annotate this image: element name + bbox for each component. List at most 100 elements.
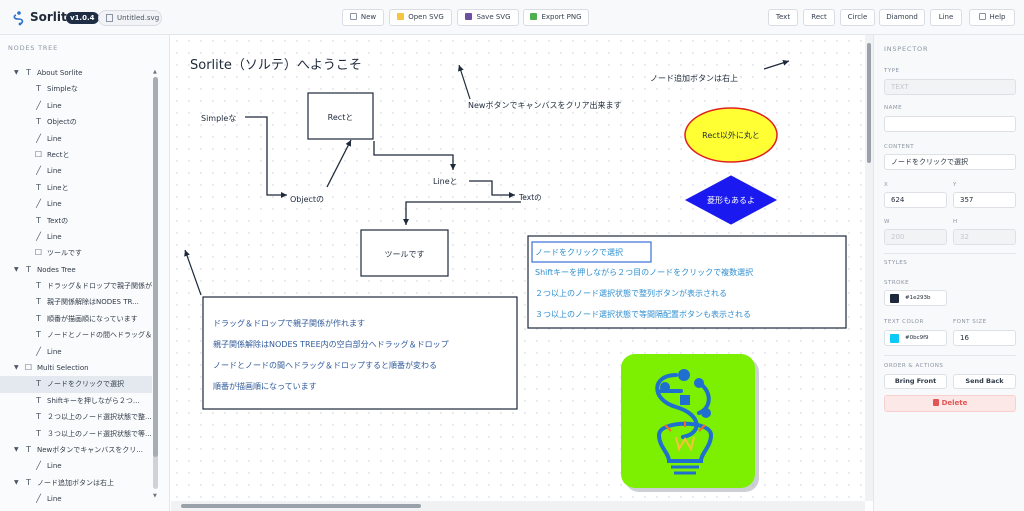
expand-caret-icon[interactable]: ▼ bbox=[14, 478, 19, 486]
node-diamond[interactable] bbox=[684, 175, 778, 225]
tree-row[interactable]: ╱Line bbox=[0, 344, 152, 360]
expand-caret-icon[interactable]: ▼ bbox=[14, 364, 19, 372]
node-circle-text[interactable]: Rect以外に丸と bbox=[702, 130, 760, 140]
multi-line-4[interactable]: ３つ以上のノード選択状態で等間隔配置ボタンも表示される bbox=[535, 309, 751, 319]
tree-row[interactable]: ╱Line bbox=[0, 196, 152, 212]
x-input[interactable]: 624 bbox=[884, 192, 947, 208]
save-svg-button[interactable]: Save SVG bbox=[457, 9, 519, 26]
file-name-pill[interactable]: Untitled.svg bbox=[98, 10, 162, 26]
line-object-to-rect[interactable] bbox=[326, 139, 352, 188]
tree-scrollbar[interactable] bbox=[153, 77, 158, 489]
arrow-to-add-buttons[interactable] bbox=[763, 59, 790, 70]
line-rect-to-line[interactable] bbox=[373, 141, 456, 170]
expand-caret-icon[interactable]: ▼ bbox=[14, 69, 19, 76]
tree-row[interactable]: ╱Line bbox=[0, 229, 152, 245]
tree-scrollbar-thumb[interactable] bbox=[153, 77, 158, 457]
tree-group-row[interactable]: ▼☐Multi Selection bbox=[0, 360, 152, 376]
stroke-color-input[interactable]: #1e293b bbox=[884, 290, 947, 306]
add-circle-button[interactable]: Circle bbox=[840, 9, 875, 26]
canvas-horizontal-scrollbar[interactable] bbox=[171, 501, 865, 511]
export-png-button[interactable]: Export PNG bbox=[523, 9, 589, 26]
nodes-info-line-4[interactable]: 順番が描画順になっています bbox=[213, 381, 317, 391]
multi-selection-box[interactable] bbox=[527, 235, 847, 329]
text-color-input[interactable]: #0bc9f9 bbox=[884, 330, 947, 346]
add-hint-text[interactable]: ノード追加ボタンは右上 bbox=[650, 73, 738, 83]
node-object-text[interactable]: Objectの bbox=[290, 195, 324, 204]
node-line-text[interactable]: Lineと bbox=[433, 177, 458, 186]
nodes-info-line-2[interactable]: 親子関係解除はNODES TREE内の空白部分へドラッグ＆ドロップ bbox=[213, 339, 449, 349]
node-tool-text[interactable]: ツールです bbox=[385, 250, 425, 259]
tree-row[interactable]: ╱Line bbox=[0, 131, 152, 147]
line-line-to-text[interactable] bbox=[469, 180, 515, 198]
multi-line-1[interactable]: ノードをクリックで選択 bbox=[535, 247, 623, 257]
stroke-color-swatch[interactable] bbox=[890, 294, 899, 303]
open-svg-button[interactable]: Open SVG bbox=[389, 9, 452, 26]
node-circle[interactable] bbox=[684, 107, 778, 163]
add-line-button[interactable]: Line bbox=[930, 9, 962, 26]
content-input[interactable]: ノードをクリックで選択 bbox=[884, 154, 1016, 170]
nodes-info-line-3[interactable]: ノードとノードの間へドラッグ＆ドロップすると順番が変わる bbox=[213, 360, 437, 370]
help-button[interactable]: Help bbox=[969, 9, 1015, 26]
add-rect-button[interactable]: Rect bbox=[803, 9, 835, 26]
delete-button[interactable]: Delete bbox=[884, 395, 1016, 412]
drawing-canvas[interactable]: Sorlite（ソルテ）へようこそ Simpleな Objectの Rectと … bbox=[171, 35, 865, 501]
tree-item-label: Line bbox=[47, 134, 62, 143]
expand-caret-icon[interactable]: ▼ bbox=[14, 265, 19, 273]
arrow-to-tree-panel[interactable] bbox=[184, 249, 202, 296]
add-diamond-button[interactable]: Diamond bbox=[879, 9, 925, 26]
line-simple-to-object[interactable] bbox=[245, 116, 287, 198]
expand-caret-icon[interactable]: ▼ bbox=[14, 445, 19, 453]
bring-front-button[interactable]: Bring Front bbox=[884, 374, 947, 389]
canvas-hscroll-thumb[interactable] bbox=[181, 504, 421, 508]
logo-image-node[interactable] bbox=[621, 354, 759, 492]
canvas-vertical-scrollbar[interactable] bbox=[865, 35, 873, 501]
nodes-info-box[interactable] bbox=[202, 296, 518, 410]
scroll-up-icon[interactable]: ▲ bbox=[153, 69, 157, 75]
node-tool-box[interactable] bbox=[360, 229, 449, 277]
y-input[interactable]: 357 bbox=[953, 192, 1016, 208]
arrow-to-new-button[interactable] bbox=[457, 64, 471, 100]
tree-row[interactable]: ╱Line bbox=[0, 98, 152, 114]
line-text-to-tool[interactable] bbox=[403, 201, 521, 225]
new-hint-text[interactable]: Newボタンでキャンバスをクリア出来ます bbox=[468, 100, 621, 110]
tree-row[interactable]: ╱Line bbox=[0, 458, 152, 474]
tree-row[interactable]: ╱Line bbox=[0, 163, 152, 179]
canvas-vscroll-thumb[interactable] bbox=[867, 43, 871, 163]
send-back-button[interactable]: Send Back bbox=[953, 374, 1016, 389]
canvas-title-text[interactable]: Sorlite（ソルテ）へようこそ bbox=[190, 58, 362, 73]
canvas-svg[interactable]: Sorlite（ソルテ）へようこそ Simpleな Objectの Rectと … bbox=[171, 35, 865, 501]
font-size-input[interactable]: 16 bbox=[953, 330, 1016, 346]
multi-line-2[interactable]: Shiftキーを押しながら２つ目のノードをクリックで複数選択 bbox=[535, 267, 753, 277]
text-color-swatch[interactable] bbox=[890, 334, 899, 343]
node-rect-text[interactable]: Rectと bbox=[328, 113, 354, 122]
node-simple-text[interactable]: Simpleな bbox=[201, 114, 236, 123]
new-button[interactable]: New bbox=[342, 9, 384, 26]
name-input[interactable] bbox=[884, 116, 1016, 132]
tree-row[interactable]: ☐ツールです bbox=[0, 245, 152, 261]
tree-row[interactable]: ╱Line bbox=[0, 491, 152, 507]
scroll-down-icon[interactable]: ▼ bbox=[153, 493, 157, 499]
add-text-button[interactable]: Text bbox=[768, 9, 798, 26]
node-diamond-text[interactable]: 菱形もあるよ bbox=[707, 195, 755, 205]
nodes-info-line-1[interactable]: ドラッグ＆ドロップで親子関係が作れます bbox=[213, 318, 365, 328]
tree-row[interactable]: ☐Rectと bbox=[0, 147, 152, 163]
multi-line-3[interactable]: ２つ以上のノード選択状態で整列ボタンが表示される bbox=[535, 288, 727, 298]
node-rect-box[interactable] bbox=[307, 92, 374, 140]
node-text-text[interactable]: Textの bbox=[518, 193, 542, 202]
